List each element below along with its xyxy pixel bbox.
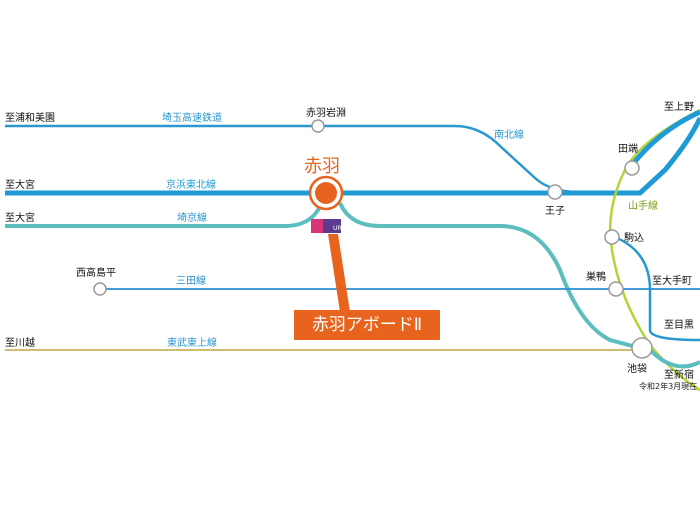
keihin-tohoku-north xyxy=(630,109,700,167)
label-tobu-tojo: 東武東上線 xyxy=(167,336,217,349)
label-nanboku: 南北線 xyxy=(494,128,524,141)
station-nishidaihira xyxy=(93,282,107,296)
keihin-tohoku-line xyxy=(5,116,700,196)
map-date-note: 令和2年3月現在 xyxy=(639,381,697,391)
station-ikebukuro xyxy=(631,337,653,359)
label-keihin-tohoku: 京浜東北線 xyxy=(166,178,216,191)
ur-badge: UR xyxy=(311,219,342,233)
label-tabata: 田端 xyxy=(618,142,638,155)
dir-shinjuku: 至新宿 xyxy=(664,368,694,381)
station-komagome xyxy=(604,229,620,245)
label-yamanote: 山手線 xyxy=(628,199,658,212)
dir-urawa-misono: 至浦和美園 xyxy=(5,111,55,124)
saikyo-line-south xyxy=(648,348,700,369)
property-callout: 赤羽アボードⅡ xyxy=(294,310,440,340)
nanboku-line-south xyxy=(611,234,700,342)
dir-meguro: 至目黒 xyxy=(664,319,694,331)
label-saitama-kosoku: 埼玉高速鉄道 xyxy=(162,111,222,124)
akabane-label: 赤羽 xyxy=(304,156,340,177)
station-sugamo xyxy=(608,281,624,297)
dir-otemachi: 至大手町 xyxy=(652,274,692,287)
dir-ueno: 至上野 xyxy=(664,101,694,113)
label-ikebukuro: 池袋 xyxy=(627,362,647,375)
label-akabane-iwabuchi: 赤羽岩淵 xyxy=(306,106,346,119)
saikyo-line xyxy=(5,202,641,350)
label-oji: 王子 xyxy=(545,205,565,217)
ur-badge-text: UR xyxy=(333,225,342,232)
dir-omiya-2: 至大宮 xyxy=(5,211,35,224)
station-akabane-core xyxy=(315,182,337,204)
station-tabata xyxy=(624,160,640,176)
callout-pointer xyxy=(328,234,350,312)
dir-kawagoe: 至川越 xyxy=(5,336,35,349)
label-komagome: 駒込 xyxy=(624,232,644,244)
dir-omiya-1: 至大宮 xyxy=(5,178,35,191)
station-oji xyxy=(547,184,563,200)
label-nishidaihira: 西高島平 xyxy=(76,266,116,279)
label-sugamo: 巣鴨 xyxy=(586,270,606,283)
label-mita: 三田線 xyxy=(176,274,206,287)
label-saikyo: 埼京線 xyxy=(177,211,207,224)
station-akabane-iwabuchi xyxy=(311,119,325,133)
